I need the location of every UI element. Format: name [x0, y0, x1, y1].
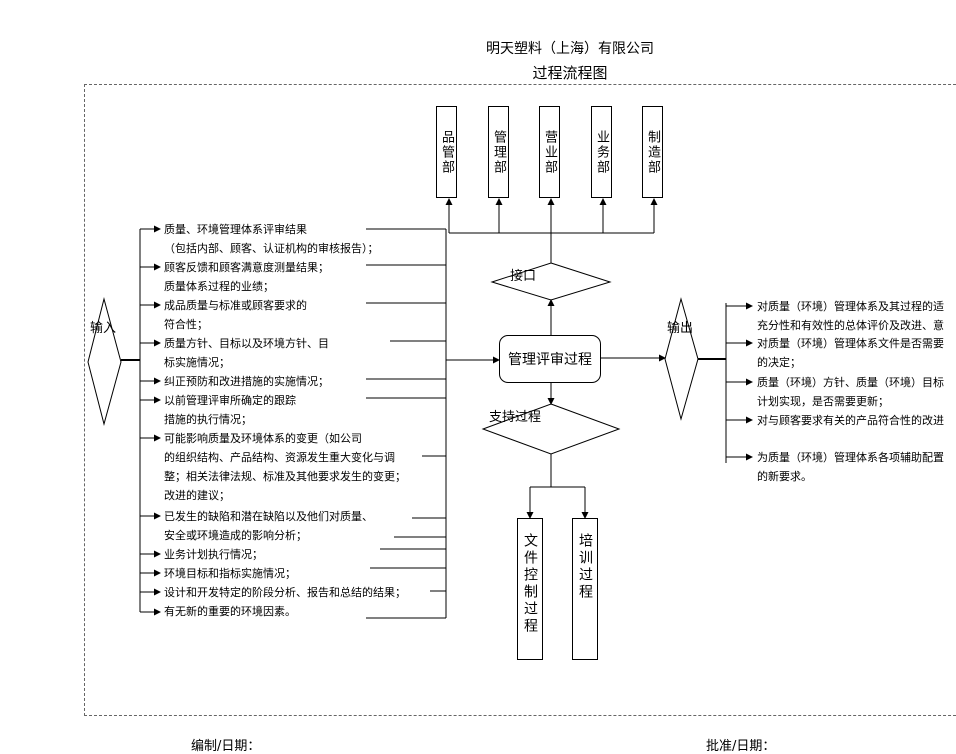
interface-label: 接口 — [510, 269, 537, 284]
input-item: 质量体系过程的业绩； — [164, 280, 274, 293]
dept-sales: 营业部 — [539, 106, 560, 198]
input-item: 整；相关法律法规、标准及其他要求发生的变更； — [164, 470, 406, 483]
dept-manufacturing-label: 制造部 — [645, 129, 660, 175]
support-label: 支持过程 — [489, 410, 542, 425]
input-item: 成品质量与标准或顾客要求的 — [164, 299, 307, 312]
dept-admin: 管理部 — [488, 106, 509, 198]
input-label: 输入 — [90, 321, 117, 336]
input-item: 以前管理评审所确定的跟踪 — [164, 394, 296, 407]
output-item: 充分性和有效性的总体评价及改进、意 — [757, 319, 944, 332]
input-item: 已发生的缺陷和潜在缺陷以及他们对质量、 — [164, 510, 373, 523]
input-item: 纠正预防和改进措施的实施情况； — [164, 375, 329, 388]
page-title: 过程流程图 — [532, 64, 608, 82]
document-control-label: 文件控制过程 — [522, 533, 538, 635]
dept-manufacturing: 制造部 — [642, 106, 663, 198]
dept-quality-label: 品管部 — [439, 129, 454, 175]
input-item: 改进的建议； — [164, 489, 230, 502]
approved-by-date: 批准/日期： — [706, 739, 776, 754]
output-item: 对质量（环境）管理体系及其过程的适 — [757, 300, 944, 313]
prepared-by-date: 编制/日期： — [191, 739, 261, 754]
input-item: 顾客反馈和顾客满意度测量结果； — [164, 261, 329, 274]
input-item: 符合性； — [164, 318, 208, 331]
input-item: 的组织结构、产品结构、资源发生重大变化与调 — [164, 451, 395, 464]
output-diamond — [664, 297, 699, 421]
input-item: 有无新的重要的环境因素。 — [164, 605, 296, 618]
input-item: 可能影响质量及环境体系的变更（如公司 — [164, 432, 362, 445]
input-item: （包括内部、顾客、认证机构的审核报告）； — [164, 242, 379, 255]
input-item: 质量方针、目标以及环境方针、目 — [164, 337, 329, 350]
management-review-box: 管理评审过程 — [499, 335, 601, 383]
company-name: 明天塑料（上海）有限公司 — [486, 41, 654, 57]
output-list: 对质量（环境）管理体系及其过程的适 充分性和有效性的总体评价及改进、意 对质量（… — [752, 296, 956, 496]
input-item: 措施的执行情况； — [164, 413, 252, 426]
input-item: 业务计划执行情况； — [164, 548, 263, 561]
dept-business: 业务部 — [591, 106, 612, 198]
dept-sales-label: 营业部 — [542, 129, 557, 175]
dept-admin-label: 管理部 — [491, 129, 506, 175]
input-item: 环境目标和指标实施情况； — [164, 567, 296, 580]
output-label: 输出 — [667, 321, 694, 336]
output-item: 的决定； — [757, 356, 801, 369]
training-label: 培训过程 — [577, 533, 593, 601]
input-diamond — [87, 297, 122, 426]
input-item: 设计和开发特定的阶段分析、报告和总结的结果； — [164, 586, 406, 599]
input-item: 质量、环境管理体系评审结果 — [164, 223, 307, 236]
output-item: 为质量（环境）管理体系各项辅助配置 — [757, 451, 944, 464]
input-item: 标实施情况； — [164, 356, 230, 369]
management-review-label: 管理评审过程 — [508, 352, 592, 368]
input-item: 安全或环境造成的影响分析； — [164, 529, 307, 542]
training-box: 培训过程 — [572, 518, 598, 660]
output-item: 对与顾客要求有关的产品符合性的改进 — [757, 414, 944, 427]
diagram-frame — [84, 84, 956, 716]
output-item: 质量（环境）方针、质量（环境）目标 — [757, 376, 944, 389]
output-item: 对质量（环境）管理体系文件是否需要 — [757, 337, 944, 350]
output-item: 计划实现，是否需要更新； — [757, 395, 889, 408]
dept-quality: 品管部 — [436, 106, 457, 198]
output-item: 的新要求。 — [757, 470, 812, 483]
document-control-box: 文件控制过程 — [517, 518, 543, 660]
dept-business-label: 业务部 — [594, 129, 609, 175]
